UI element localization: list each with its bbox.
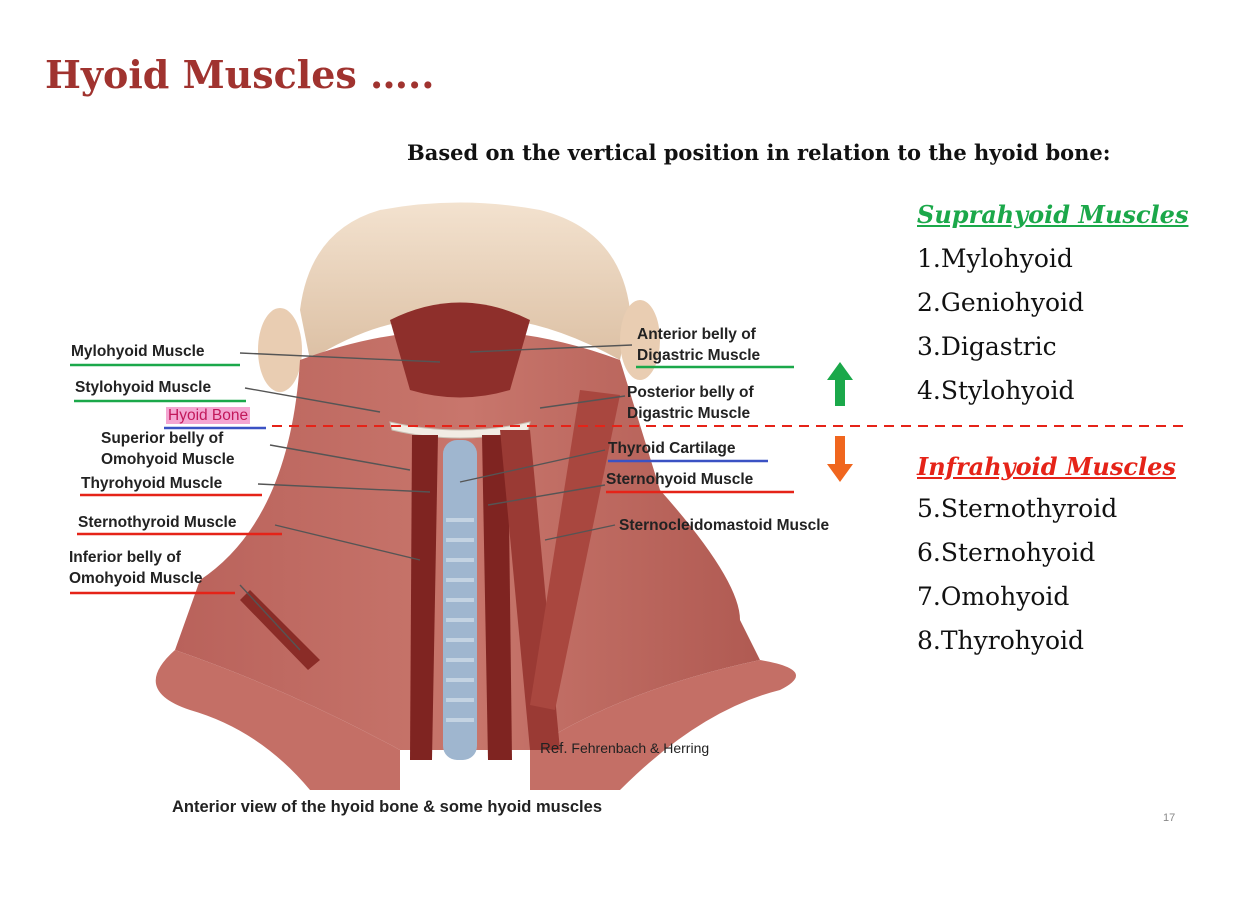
label-superior-belly-line1: Superior belly of xyxy=(101,430,224,447)
up-arrow-icon xyxy=(827,362,853,406)
label-superior-belly-line2: Omohyoid Muscle xyxy=(101,451,235,468)
reference-source: Fehrenbach & Herring xyxy=(571,740,710,756)
suprahyoid-heading: Suprahyoid Muscles xyxy=(917,200,1189,229)
label-anterior-belly-line1: Anterior belly of xyxy=(637,326,756,343)
figure-caption: Anterior view of the hyoid bone & some h… xyxy=(172,798,602,816)
list-item: 1.Mylohyoid xyxy=(917,244,1073,273)
page-number: 17 xyxy=(1163,812,1176,824)
label-sternothyroid-muscle: Sternothyroid Muscle xyxy=(78,514,237,531)
label-posterior-belly-line2: Digastric Muscle xyxy=(627,405,751,422)
label-sternocleidomastoid-muscle: Sternocleidomastoid Muscle xyxy=(619,517,830,534)
label-stylohyoid-muscle: Stylohyoid Muscle xyxy=(75,379,212,396)
suprahyoid-list: 1.Mylohyoid 2.Geniohyoid 3.Digastric 4.S… xyxy=(917,237,1084,413)
label-inferior-belly-line1: Inferior belly of xyxy=(69,549,181,566)
infrahyoid-list: 5.Sternothyroid 6.Sternohyoid 7.Omohyoid… xyxy=(917,487,1117,663)
label-sternohyoid-muscle: Sternohyoid Muscle xyxy=(606,471,754,488)
page-subtitle: Based on the vertical position in relati… xyxy=(407,140,1111,165)
neck-anatomy-illustration xyxy=(155,202,796,790)
reference-prefix: Ref. xyxy=(540,740,568,757)
list-item: 2.Geniohyoid xyxy=(917,288,1085,317)
list-item: 5.Sternothyroid xyxy=(917,494,1118,523)
label-inferior-belly-line2: Omohyoid Muscle xyxy=(69,570,203,587)
label-hyoid-bone: Hyoid Bone xyxy=(166,407,251,424)
figure-reference: Ref. Fehrenbach & Herring xyxy=(540,740,709,757)
down-arrow-icon xyxy=(827,436,853,482)
infrahyoid-heading: Infrahyoid Muscles xyxy=(917,452,1176,481)
list-item: 3.Digastric xyxy=(917,332,1057,361)
page-title: Hyoid Muscles ….. xyxy=(45,52,435,97)
label-thyrohyoid-muscle: Thyrohyoid Muscle xyxy=(81,475,223,492)
list-item: 4.Stylohyoid xyxy=(917,376,1075,405)
label-thyroid-cartilage: Thyroid Cartilage xyxy=(608,440,736,457)
list-item: 8.Thyrohyoid xyxy=(917,626,1085,655)
list-item: 7.Omohyoid xyxy=(917,582,1070,611)
label-mylohyoid-muscle: Mylohyoid Muscle xyxy=(71,343,205,360)
label-anterior-belly-line2: Digastric Muscle xyxy=(637,347,761,364)
label-posterior-belly-line1: Posterior belly of xyxy=(627,384,754,401)
list-item: 6.Sternohyoid xyxy=(917,538,1096,567)
